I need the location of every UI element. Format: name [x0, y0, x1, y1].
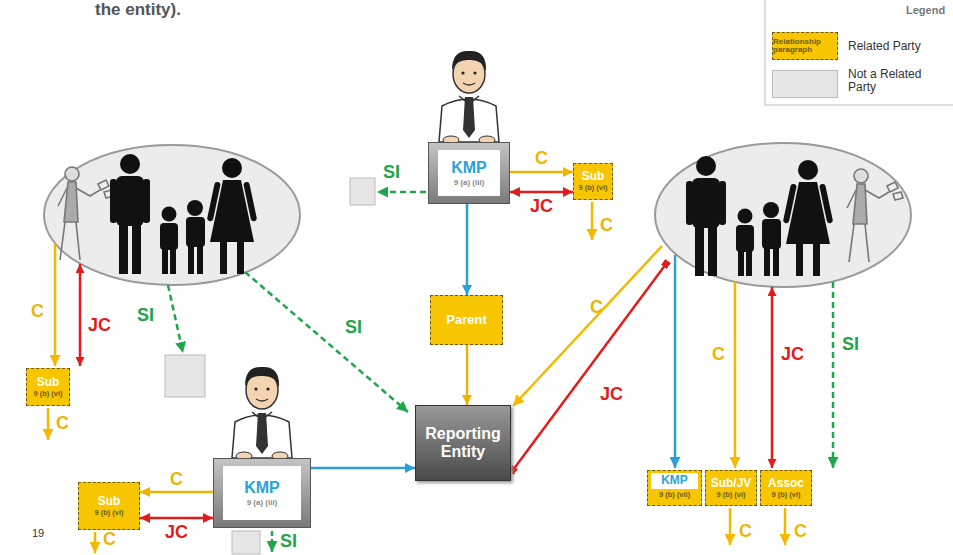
- paragraph-ref: 9 (b) (vi): [94, 509, 123, 518]
- relation-code: C: [600, 216, 613, 236]
- label-panel: KMP9 (a) (iii): [223, 466, 301, 520]
- non-related-box: [232, 531, 260, 554]
- node-title: KMP: [451, 159, 487, 177]
- legend-swatch: [772, 70, 838, 98]
- relation-code: JC: [88, 316, 111, 336]
- relation-code: SI: [383, 163, 400, 183]
- relation-code: C: [56, 414, 69, 434]
- relation-code: JC: [600, 385, 623, 405]
- relation-code: C: [535, 149, 548, 167]
- related-party-box: Sub9 (b) (vi): [573, 163, 613, 200]
- relationship-connector: [466, 345, 469, 405]
- legend-frame: [765, 0, 953, 105]
- node-title: Assoc: [768, 477, 804, 491]
- paragraph-ref: 9 (b) (vii): [659, 491, 690, 500]
- relationship-connector: [140, 491, 213, 494]
- node-title: Sub: [98, 495, 121, 509]
- relation-code: C: [712, 345, 725, 365]
- node-title: KMP: [244, 479, 280, 497]
- relation-code: C: [739, 522, 752, 542]
- family-group: [44, 145, 300, 285]
- related-party-box: Parent: [430, 295, 503, 345]
- relation-code: JC: [530, 197, 553, 215]
- relation-code: C: [794, 522, 807, 542]
- relation-code: SI: [137, 306, 154, 326]
- paragraph-ref: 9 (b) (vi): [578, 184, 607, 193]
- relationship-connector: [140, 517, 213, 520]
- related-party-box: Sub9 (b) (vi): [26, 368, 70, 406]
- paragraph-ref: 9 (b) (vi): [716, 491, 745, 500]
- relation-code: C: [103, 530, 116, 550]
- paragraph-ref: 9 (a) (iii): [247, 498, 278, 507]
- label-panel: KMP9 (a) (iii): [438, 150, 500, 196]
- kmp-desk-box: KMP9 (a) (iii): [213, 458, 311, 528]
- paragraph-ref: 9 (b) (vi): [771, 491, 800, 500]
- legend-text: Related Party: [848, 40, 944, 53]
- related-party-box: Sub/JV9 (b) (vi): [705, 470, 757, 506]
- node-title: KMP: [661, 474, 688, 488]
- page-number: 19: [32, 527, 44, 539]
- relationship-connector: [311, 467, 415, 470]
- kmp-desk-box: KMP9 (a) (iii): [428, 142, 510, 204]
- relationship-connector: [510, 191, 573, 194]
- related-party-box: Sub9 (b) (vi): [78, 482, 140, 530]
- relation-code: JC: [781, 345, 804, 365]
- node-title: Reporting Entity: [420, 425, 506, 462]
- node-title: Parent: [446, 313, 486, 328]
- relation-code: SI: [345, 318, 362, 338]
- non-related-box: [165, 355, 205, 397]
- heading-fragment: the entity).: [95, 1, 181, 20]
- node-title: Sub/JV: [711, 477, 752, 491]
- related-party-box: KMP 9 (b) (vii): [647, 470, 702, 506]
- legend-sample-text: Relationship paragraph: [773, 38, 837, 55]
- node-title: Sub: [37, 376, 60, 390]
- relationship-connector: [510, 171, 573, 174]
- relationship-connector: [466, 204, 469, 295]
- reporting-entity-box: Reporting Entity: [415, 405, 511, 481]
- relation-code: C: [170, 470, 183, 488]
- relation-code: C: [590, 298, 603, 318]
- non-related-box: [350, 178, 375, 205]
- legend-title: Legend: [906, 4, 945, 16]
- node-title: Sub: [582, 170, 605, 184]
- relation-code: SI: [280, 532, 297, 552]
- label-panel: KMP: [651, 473, 698, 489]
- related-party-box: Assoc9 (b) (vi): [760, 470, 812, 506]
- legend-swatch: Relationship paragraph: [772, 32, 838, 60]
- relation-code: JC: [165, 523, 188, 541]
- relation-code: SI: [842, 335, 859, 355]
- paragraph-ref: 9 (a) (iii): [454, 178, 485, 187]
- family-group: [655, 143, 911, 287]
- legend-text: Not a Related Party: [848, 68, 944, 94]
- relation-code: C: [31, 302, 44, 322]
- paragraph-ref: 9 (b) (vi): [33, 390, 62, 399]
